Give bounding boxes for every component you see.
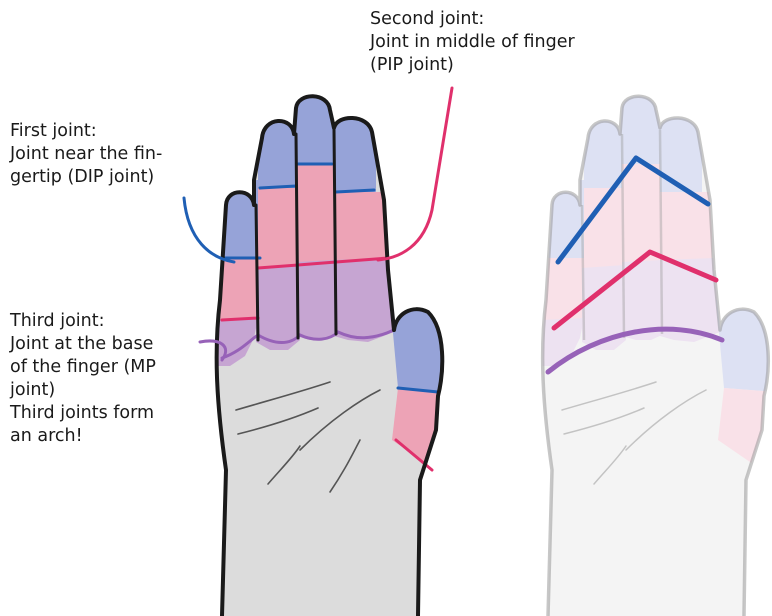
second-joint-title: Second joint: xyxy=(370,8,575,31)
index-dip-line xyxy=(336,190,374,192)
third-joint-desc-line1: Joint at the base xyxy=(10,333,156,356)
third-joint-label: Third joint: Joint at the base of the fi… xyxy=(10,310,156,448)
little-pip-line xyxy=(222,318,258,320)
middle-finger-proximal xyxy=(296,260,338,340)
third-joint-note-line1: Third joints form xyxy=(10,402,156,425)
second-joint-desc-line2: (PIP joint) xyxy=(370,54,575,77)
third-joint-desc-line3: joint) xyxy=(10,379,156,402)
second-joint-label: Second joint: Joint in middle of finger … xyxy=(370,8,575,77)
ring-finger-middle xyxy=(258,188,298,268)
left-hand xyxy=(200,80,460,616)
first-joint-title: First joint: xyxy=(10,120,162,143)
third-joint-title: Third joint: xyxy=(10,310,156,333)
second-joint-desc-line1: Joint in middle of finger xyxy=(370,31,575,54)
first-joint-desc-line1: Joint near the fin- xyxy=(10,143,162,166)
ring-dip-line xyxy=(260,186,296,188)
second-joint-leader xyxy=(378,88,452,260)
index-finger-proximal xyxy=(334,258,394,342)
third-joint-note-line2: an arch! xyxy=(10,425,156,448)
middle-finger-middle xyxy=(296,164,334,262)
first-joint-label: First joint: Joint near the fin- gertip … xyxy=(10,120,162,189)
third-joint-desc-line2: of the finger (MP xyxy=(10,356,156,379)
right-hand-faded xyxy=(520,80,772,616)
index-finger-middle xyxy=(334,192,386,260)
first-joint-desc-line2: gertip (DIP joint) xyxy=(10,166,162,189)
